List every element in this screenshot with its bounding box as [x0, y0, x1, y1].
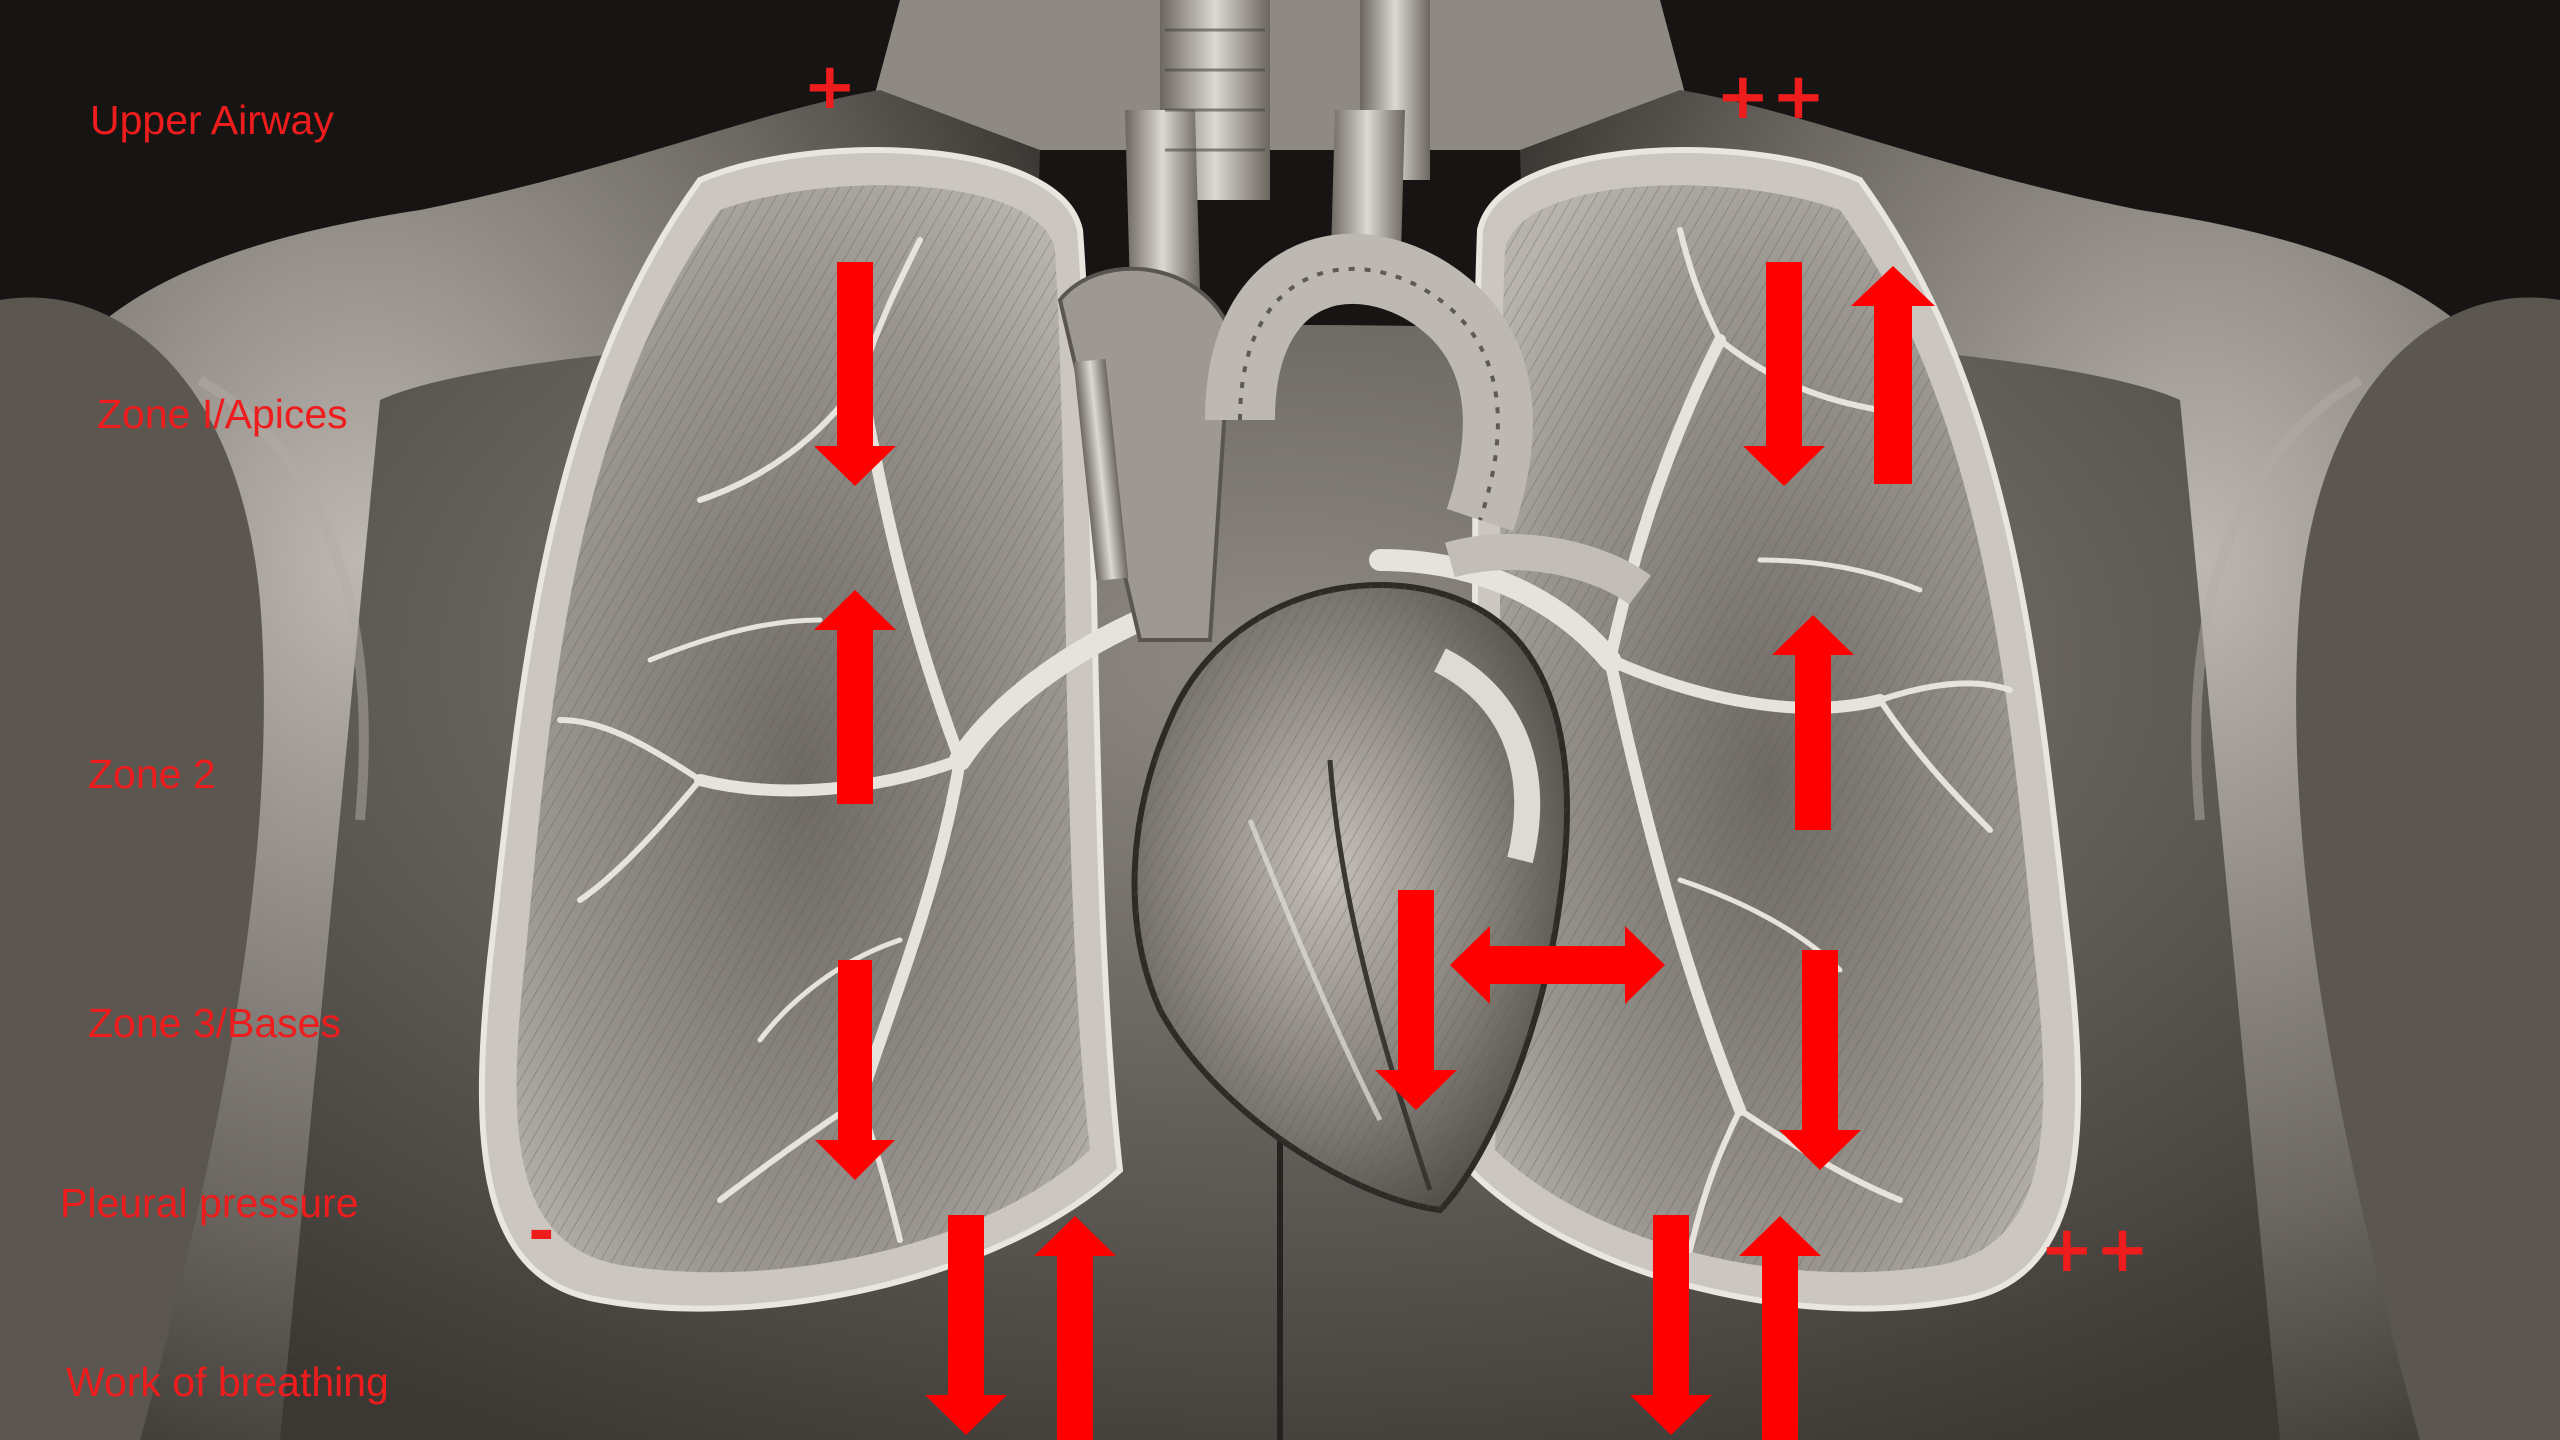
upper-airway-right-symbol: ++	[1716, 65, 1827, 129]
pleural-right-symbol: ++	[2040, 1218, 2151, 1282]
label-zone-2: Zone 2	[88, 754, 216, 795]
label-pleural-pressure: Pleural pressure	[60, 1183, 359, 1224]
label-work-of-breathing: Work of breathing	[66, 1362, 389, 1403]
label-zone-1-apices: Zone I/Apices	[97, 394, 348, 435]
neck	[860, 0, 1700, 150]
label-zone-3-bases: Zone 3/Bases	[88, 1003, 341, 1044]
upper-airway-left-symbol: +	[803, 55, 859, 119]
label-upper-airway: Upper Airway	[90, 100, 334, 141]
pleural-left-symbol: -	[528, 1200, 557, 1264]
